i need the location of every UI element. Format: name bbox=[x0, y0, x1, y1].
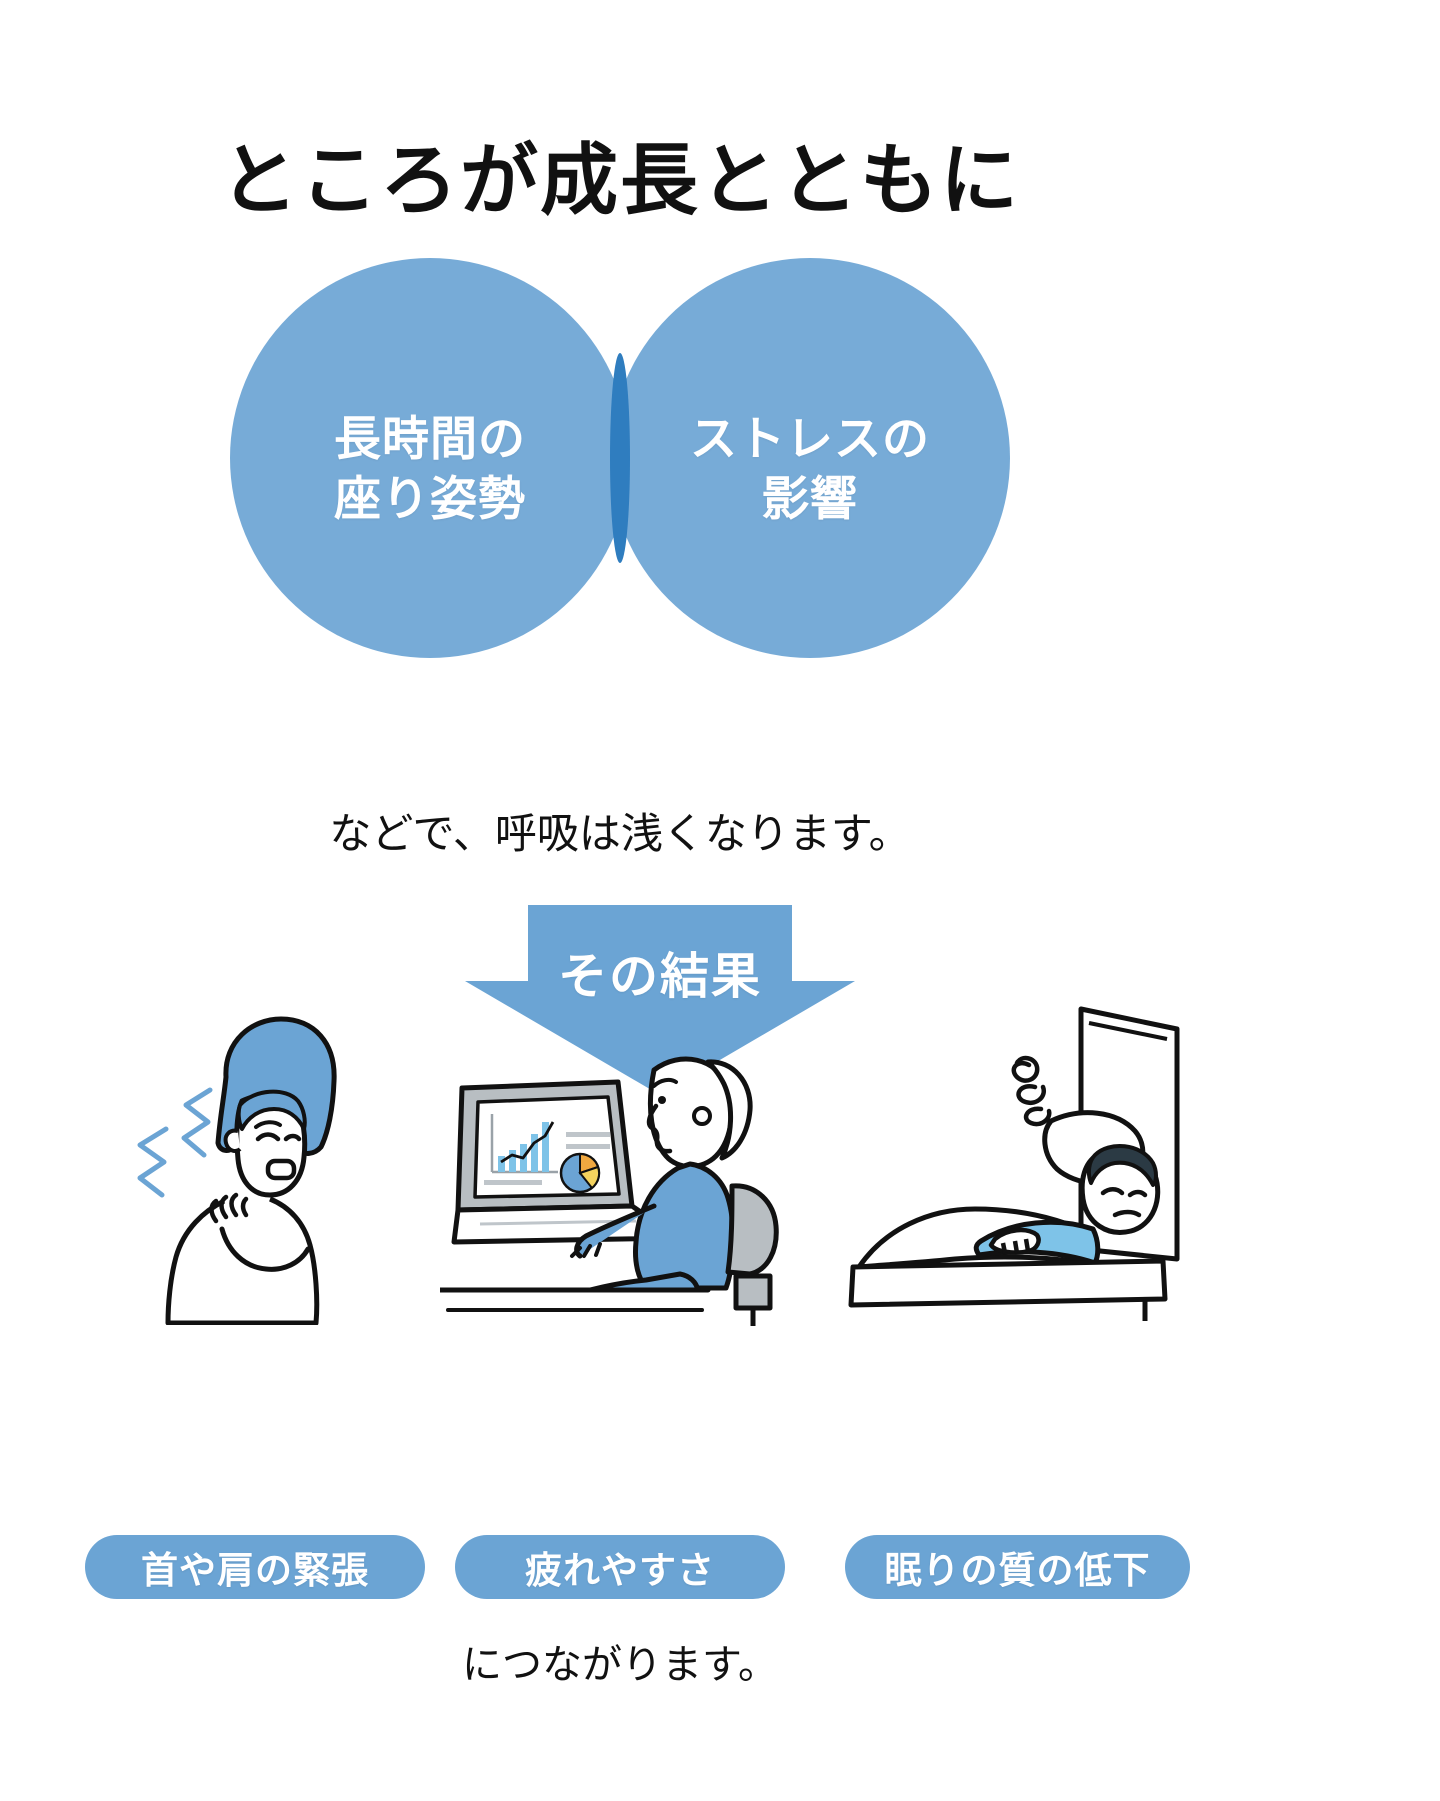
insomnia-swirl-icon bbox=[1011, 1055, 1052, 1127]
venn-label-left: 長時間の 座り姿勢 bbox=[230, 410, 630, 530]
venn-label-left-line2: 座り姿勢 bbox=[334, 472, 526, 528]
eye-closed-left bbox=[1100, 1187, 1125, 1196]
eye-closed-right bbox=[1127, 1189, 1148, 1198]
typing-hand-icon bbox=[570, 1242, 602, 1258]
arm-shape bbox=[219, 1226, 311, 1272]
page-title: ところが成長とともに bbox=[219, 136, 1020, 226]
footer-text: につながります。 bbox=[462, 1643, 778, 1687]
pill-fatigue[interactable]: 疲れやすさ bbox=[455, 1535, 785, 1599]
venn-circle-right bbox=[610, 258, 1010, 658]
venn-label-right-line2: 影響 bbox=[762, 472, 858, 528]
eye-dot bbox=[658, 1096, 666, 1104]
illustration-woman-shoulder-pain bbox=[118, 1005, 368, 1325]
legs-shape bbox=[587, 1271, 701, 1293]
screen-pie-chart bbox=[559, 1152, 601, 1194]
venn-label-left-line1: 長時間の bbox=[334, 412, 526, 467]
ear-shape bbox=[223, 1128, 242, 1153]
illustration-row bbox=[0, 1000, 1240, 1330]
result-arrow: その結果 bbox=[460, 905, 860, 1095]
venn-label-right: ストレスの 影響 bbox=[610, 410, 1010, 530]
screen-bar-chart bbox=[490, 1114, 558, 1174]
torso-shape bbox=[633, 1161, 736, 1291]
breathing-subtext: などで、呼吸は浅くなります。 bbox=[329, 810, 911, 857]
pain-zigzag-icon bbox=[137, 1087, 213, 1198]
hair-bun-shape bbox=[705, 1059, 753, 1161]
mouth-shape bbox=[1112, 1209, 1142, 1218]
venn-diagram: 長時間の 座り姿勢 ストレスの 影響 bbox=[230, 258, 1010, 758]
symptom-pill-row: 首や肩の緊張 疲れやすさ 眠りの質の低下 bbox=[0, 1535, 1240, 1605]
fringe-shape bbox=[236, 1089, 307, 1131]
venn-overlap-lens bbox=[610, 353, 630, 563]
eye-right bbox=[283, 1133, 302, 1142]
down-arrow-icon bbox=[465, 905, 855, 1095]
pill-neck-shoulder-tension[interactable]: 首や肩の緊張 bbox=[85, 1535, 425, 1599]
screen-text-lines bbox=[484, 1132, 610, 1185]
ear-dot bbox=[692, 1106, 712, 1126]
illustration-woman-at-laptop bbox=[440, 1010, 810, 1330]
hands-shape bbox=[988, 1227, 1041, 1255]
arrow-label: その結果 bbox=[557, 948, 762, 1005]
eye-left bbox=[255, 1132, 281, 1142]
hand-shape bbox=[209, 1192, 249, 1224]
venn-circle-left bbox=[230, 258, 630, 658]
mattress-shape bbox=[848, 1258, 1168, 1308]
hair-shape bbox=[1086, 1143, 1158, 1187]
brow-left bbox=[254, 1120, 282, 1129]
laptop-icon bbox=[451, 1079, 681, 1245]
office-chair-icon bbox=[725, 1183, 779, 1311]
illustration-man-sleepless bbox=[845, 1003, 1195, 1323]
face-profile bbox=[646, 1103, 673, 1154]
mouth-shape bbox=[265, 1158, 297, 1181]
pill-poor-sleep-quality[interactable]: 眠りの質の低下 bbox=[845, 1535, 1190, 1599]
venn-label-right-line1: ストレスの bbox=[690, 412, 930, 467]
brow-line bbox=[652, 1077, 678, 1088]
